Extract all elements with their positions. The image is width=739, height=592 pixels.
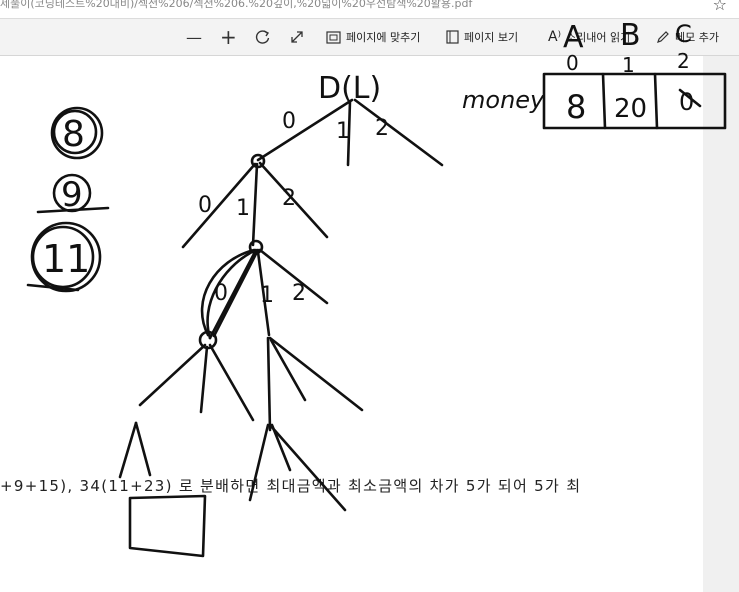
root-edge-label-2: 2 [375,116,389,141]
expand-arrow-icon [291,31,303,43]
level3-edge-label-0: 0 [214,281,228,306]
pdf-page: +9+15), 34(11+23) 로 분배하면 최대금액과 최소금액의 차가 … [0,56,703,592]
favorite-star-icon[interactable]: ☆ [712,0,727,14]
root-edge-label-1: 1 [336,119,350,144]
page-view-label: 페이지 보기 [464,31,519,44]
read-aloud-label: 소리내어 읽기 [566,31,631,44]
col-index-0: 0 [566,51,579,75]
col-header-c: C [675,20,692,48]
plus-icon: + [220,25,237,49]
circled-value-2: 9 [61,175,83,215]
col-header-b: B [620,18,641,53]
root-edge-label-0: 0 [282,109,296,134]
rotate-button[interactable] [255,19,271,55]
circled-value-1: 8 [62,114,85,155]
add-note-button[interactable]: 메모 추가 [656,19,719,55]
zoom-out-button[interactable]: — [186,19,202,55]
pdf-toolbar: — + 페이지에 맞추기 페이지 보기 A⁾ 소리내어 읽기 [0,19,739,56]
fullscreen-button[interactable] [290,19,304,55]
document-text-line: +9+15), 34(11+23) 로 분배하면 최대금액과 최소금액의 차가 … [0,477,582,495]
circled-value-3: 11 [42,237,90,281]
level2-edge-label-0: 0 [198,193,212,218]
fit-page-button[interactable]: 페이지에 맞추기 [326,19,420,55]
fit-page-icon [326,30,341,44]
add-note-label: 메모 추가 [675,31,719,44]
money-label: money [462,86,545,114]
read-aloud-icon: A⁾ [548,29,562,45]
level2-edge-label-1: 1 [236,196,250,221]
fit-page-label: 페이지에 맞추기 [346,31,421,44]
tree-root-label: D(L) [318,71,381,106]
col-index-2: 2 [677,49,690,73]
url-text: 제풀이(코딩테스트%20대비)/섹션%206/섹션%206.%20깊이,%20넓… [0,0,473,10]
level3-edge-label-1: 1 [260,283,274,308]
zoom-in-button[interactable]: + [220,19,237,55]
page-view-icon [446,30,459,44]
address-bar[interactable]: 제풀이(코딩테스트%20대비)/섹션%206/섹션%206.%20깊이,%20넓… [0,0,739,19]
level3-edge-label-2: 2 [292,281,306,306]
level2-edge-label-2: 2 [282,186,296,211]
cell-c: 0 [679,88,694,116]
rotate-icon [255,30,270,44]
page-view-button[interactable]: 페이지 보기 [446,19,518,55]
cell-b: 20 [614,94,647,124]
cell-a: 8 [566,88,586,126]
vertical-scrollbar[interactable] [703,56,739,592]
col-index-1: 1 [622,53,635,77]
minus-icon: — [186,27,202,47]
pen-icon [657,31,669,43]
col-header-a: A [563,20,584,55]
read-aloud-button[interactable]: A⁾ 소리내어 읽기 [548,19,630,55]
